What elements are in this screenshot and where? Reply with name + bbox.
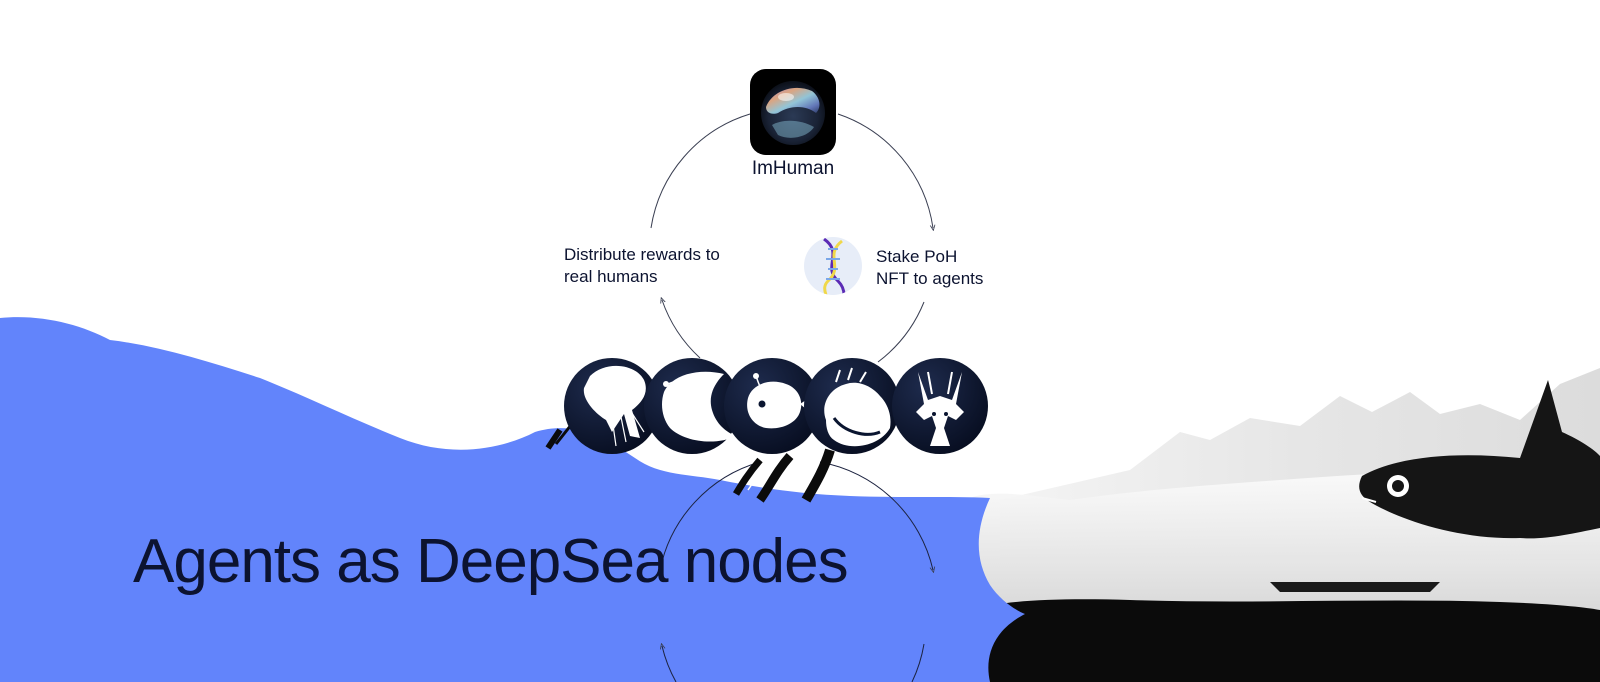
arrow-agents-to-distribute: [662, 300, 701, 359]
anglerfish-agent-icon: [644, 358, 740, 454]
arrow-lower-bottom-right: [911, 643, 925, 682]
stake-line-2: NFT to agents: [876, 269, 984, 288]
black-rock: [975, 599, 1600, 682]
arrow-stake-to-agents: [877, 301, 925, 363]
arrow-lower-right: [819, 461, 933, 570]
fish-illustration: [1359, 380, 1600, 539]
rock-shadow-strip: [1270, 582, 1440, 592]
distribute-rewards-label: Distribute rewards to real humans: [564, 244, 764, 288]
page-title: Agents as DeepSea nodes: [133, 527, 849, 596]
kelp-strands: [545, 419, 835, 503]
arrow-distribute-to-app: [650, 113, 751, 229]
jellyfish-agent-icon: [564, 358, 660, 454]
imhuman-label: ImHuman: [751, 158, 835, 179]
arrow-to-stake: [837, 113, 933, 228]
iridescent-sphere-icon: [761, 81, 825, 145]
blue-wave: [0, 317, 1025, 682]
distribute-line-1: Distribute rewards to: [564, 245, 720, 264]
dna-nft-icon: [804, 237, 862, 295]
imhuman-app-icon: [750, 69, 836, 155]
crustacean-agent-icon: [892, 358, 988, 454]
stake-poh-label: Stake PoH NFT to agents: [876, 246, 1036, 290]
arrow-lower-left: [659, 461, 761, 571]
stake-line-1: Stake PoH: [876, 247, 958, 266]
sea-creature-agent-icon: [804, 358, 900, 454]
distribute-line-2: real humans: [564, 267, 658, 286]
